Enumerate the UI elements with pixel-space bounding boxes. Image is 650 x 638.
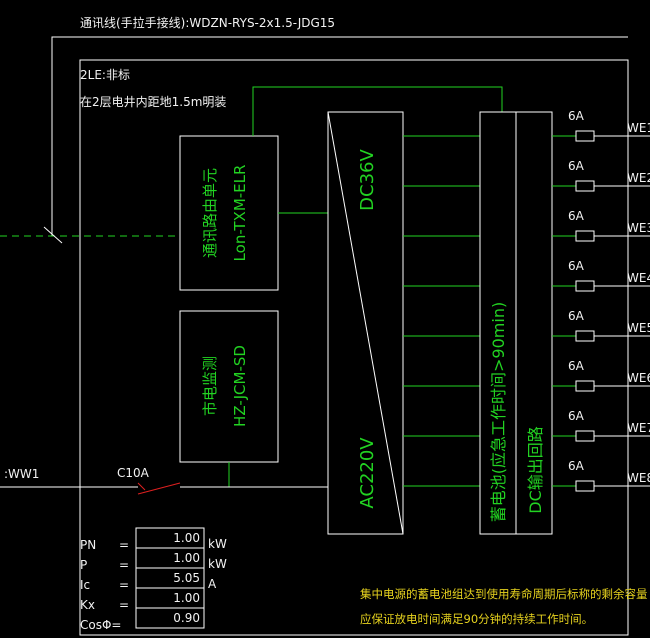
param-equals: = xyxy=(119,598,129,612)
param-unit: kW xyxy=(208,537,227,551)
fuse-symbol xyxy=(575,130,595,142)
converter-diagonal xyxy=(327,111,404,535)
comm-line-label: 通讯线(手拉手接线):WDZN-RYS-2x1.5-JDG15 xyxy=(80,15,335,30)
converter-battery-links xyxy=(403,135,480,487)
monitor-model: HZ-JCM-SD xyxy=(231,345,249,427)
fuse-symbol xyxy=(575,230,595,242)
top-bus-wire xyxy=(252,86,503,136)
param-cell xyxy=(135,607,205,629)
fuse-rating: 6A xyxy=(568,259,585,273)
param-unit: kW xyxy=(208,557,227,571)
breaker-blade xyxy=(137,482,181,495)
comm-line-wire xyxy=(51,36,628,236)
circuit-label: WE1 xyxy=(627,121,650,135)
circuit-label: WE6 xyxy=(627,371,650,385)
param-equals: = xyxy=(119,578,129,592)
param-symbol: Kx xyxy=(80,598,95,612)
circuit-label: WE4 xyxy=(627,271,650,285)
circuit-label: WE8 xyxy=(627,471,650,485)
param-value: 1.00 xyxy=(173,591,200,605)
fuse-symbol xyxy=(575,430,595,442)
converter-dc-label: DC36V xyxy=(357,148,378,210)
fuse-symbol xyxy=(575,180,595,192)
monitor-module xyxy=(179,310,279,463)
fuse-symbol xyxy=(575,330,595,342)
feeder-label: :WW1 xyxy=(4,467,39,481)
param-value: 1.00 xyxy=(173,551,200,565)
fuse-symbol xyxy=(575,380,595,392)
breaker-label: C10A xyxy=(117,466,150,480)
param-symbol: Ic xyxy=(80,578,90,592)
router-model: Lon-TXM-ELR xyxy=(231,165,249,262)
fuse-rating: 6A xyxy=(568,209,585,223)
converter-ac-label: AC220V xyxy=(357,437,378,509)
param-equals: = xyxy=(119,538,129,552)
note-line-2: 应保证放电时间满足90分钟的持续工作时间。 xyxy=(360,612,593,626)
enclosure-frame xyxy=(79,59,629,636)
battery-label: 蓄电池(应急工作时间>90min) xyxy=(489,302,508,522)
param-unit: A xyxy=(208,577,217,591)
param-symbol: PN xyxy=(80,538,96,552)
install-note-label: 在2层电井内距地1.5m明装 xyxy=(80,95,226,109)
circuit-label: WE7 xyxy=(627,421,650,435)
router-name: 通讯路由单元 xyxy=(201,168,219,258)
fuse-rating: 6A xyxy=(568,109,585,123)
circuit-label: WE2 xyxy=(627,171,650,185)
converter-module xyxy=(327,111,404,535)
fuse-rating: 6A xyxy=(568,459,585,473)
fuse-rating: 6A xyxy=(568,309,585,323)
fuse-symbol xyxy=(575,280,595,292)
param-value: 0.90 xyxy=(173,611,200,625)
param-equals: = xyxy=(119,558,129,572)
breaker-mark xyxy=(137,482,146,491)
output-circuits: 6A WE1 6A WE2 6A WE3 6A WE4 6A WE5 6A WE6 6A WE7 6A WE8 xyxy=(552,109,650,492)
circuit-label: WE5 xyxy=(627,321,650,335)
param-symbol: CosΦ= xyxy=(80,618,121,632)
param-value: 1.00 xyxy=(173,531,200,545)
monitor-name: 市电监测 xyxy=(201,356,219,416)
dc-output-label: DC输出回路 xyxy=(526,426,545,514)
param-symbol: P xyxy=(80,558,87,572)
fuse-rating: 6A xyxy=(568,409,585,423)
box-id-label: 2LE:非标 xyxy=(80,68,130,82)
fuse-symbol xyxy=(575,480,595,492)
note-line-1: 集中电源的蓄电池组达到使用寿命周期后标称的剩余容量 xyxy=(360,587,648,601)
comm-line-tick xyxy=(43,226,63,244)
param-value: 5.05 xyxy=(173,571,200,585)
fuse-rating: 6A xyxy=(568,159,585,173)
fuse-rating: 6A xyxy=(568,359,585,373)
router-module xyxy=(179,135,279,291)
circuit-label: WE3 xyxy=(627,221,650,235)
